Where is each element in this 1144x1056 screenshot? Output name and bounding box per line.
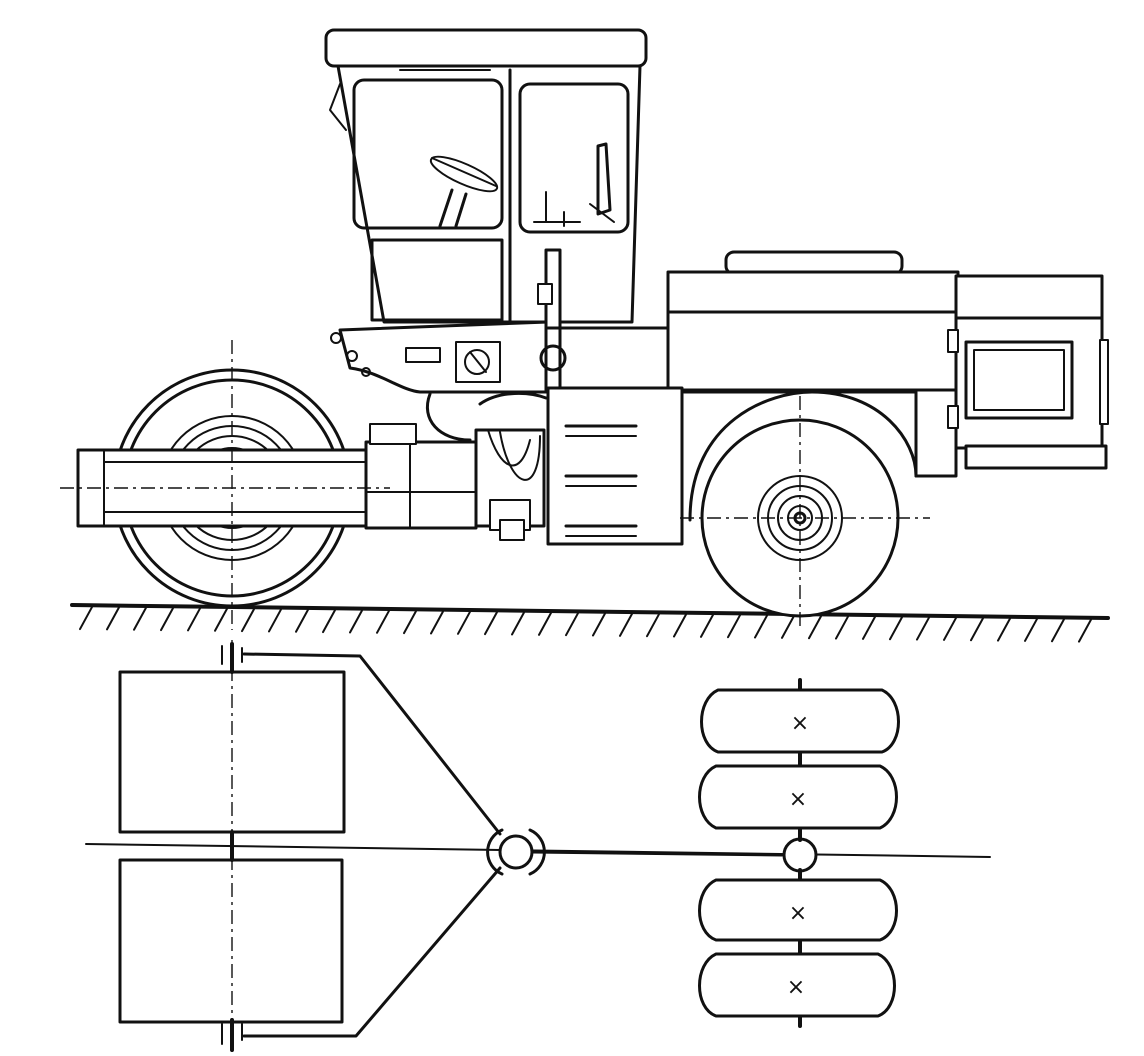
ground-hatch-line <box>619 612 633 637</box>
ground-hatch-line <box>403 610 417 635</box>
ground-hatch-line <box>1051 618 1065 643</box>
ground-hatch-line <box>268 608 282 633</box>
operator-cab <box>324 28 648 324</box>
ground-hatch-line <box>1078 618 1092 643</box>
tyre-4: × <box>698 952 896 1018</box>
ground-hatch-line <box>322 609 336 634</box>
ground-line <box>70 603 1110 643</box>
ground-hatch-line <box>673 613 687 638</box>
ground-hatch-line <box>511 611 525 636</box>
ground-hatch-line <box>106 606 120 631</box>
ground-hatch-line <box>646 613 660 638</box>
ground-hatch-line <box>835 615 849 640</box>
ground-hatch-line <box>889 616 903 641</box>
tyre-1: × <box>700 688 900 754</box>
ground-hatch-line <box>133 606 147 631</box>
ground-hatch-line <box>754 614 768 639</box>
ground-hatch-line <box>160 607 174 632</box>
wheel-mark-3: × <box>789 901 807 926</box>
ground-hatch-line <box>349 609 363 634</box>
differential-symbol <box>782 678 818 1028</box>
ground-hatch-line <box>781 614 795 639</box>
wheel-mark-2: × <box>789 787 807 812</box>
ground-hatch-line <box>79 606 93 631</box>
ground-hatch-line <box>295 608 309 633</box>
hydraulic-lines <box>242 652 784 1038</box>
ground-hatch-line <box>376 609 390 634</box>
drum-half-upper <box>118 670 346 834</box>
wheel-mark-1: × <box>791 711 809 736</box>
ground-hatch-line <box>808 615 822 640</box>
ground-hatch-line <box>241 608 255 633</box>
side-battery-box <box>546 386 684 546</box>
rear-wheel <box>688 390 918 618</box>
tyre-3: × <box>698 878 898 942</box>
ground-hatch-line <box>916 616 930 641</box>
drum-shaft <box>221 642 243 1052</box>
engine-hood <box>546 250 1109 478</box>
pump-symbol <box>486 828 546 876</box>
ground-hatch-line <box>565 612 579 637</box>
side-view <box>60 28 1110 643</box>
ground-hatch-line <box>997 617 1011 642</box>
ground-hatch-line <box>484 611 498 636</box>
ground-hatch-line <box>862 615 876 640</box>
ground-hatch-line <box>430 610 444 635</box>
ground-hatch-line <box>187 607 201 632</box>
ground-hatch-line <box>727 614 741 639</box>
ground-hatch-line <box>700 613 714 638</box>
ground-hatch-line <box>592 612 606 637</box>
drive-layout-diagram: × × × × <box>85 640 991 1052</box>
ground-hatch-line <box>214 607 228 632</box>
wheel-mark-4: × <box>787 975 805 1000</box>
cab-support <box>537 248 567 392</box>
ground-hatch-line <box>538 611 552 636</box>
ground-hatch-line <box>943 616 957 641</box>
ground-hatch-line <box>970 617 984 642</box>
drum-drive-motor <box>364 423 546 541</box>
tyre-2: × <box>698 764 898 830</box>
drum-half-lower <box>118 858 344 1024</box>
articulation-joint <box>330 320 550 442</box>
rear-tyre-set: × × × × <box>698 688 900 1018</box>
ground-hatch-line <box>1024 617 1038 642</box>
ground-hatch-line <box>457 610 471 635</box>
